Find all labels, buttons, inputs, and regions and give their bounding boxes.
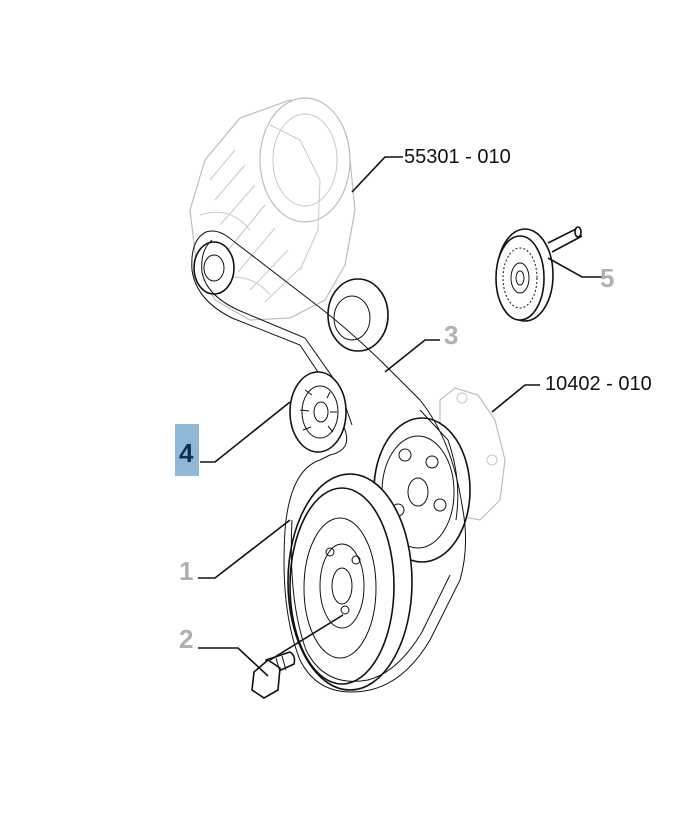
callout-5[interactable]: 5 bbox=[600, 263, 614, 293]
leader-lines bbox=[198, 156, 602, 677]
alternator-pulley[interactable] bbox=[193, 241, 235, 295]
crankshaft-pulley[interactable] bbox=[287, 473, 413, 691]
callout-water-pump[interactable]: 10402 - 010 bbox=[545, 373, 652, 395]
callout-4[interactable]: 4 bbox=[179, 438, 194, 468]
callout-2[interactable]: 2 bbox=[179, 624, 193, 654]
idler-roller[interactable] bbox=[495, 226, 583, 322]
rear-pulley[interactable] bbox=[327, 278, 389, 352]
callout-1[interactable]: 1 bbox=[179, 556, 193, 586]
pulley-bolt[interactable] bbox=[251, 651, 296, 699]
tensioner-pulley[interactable] bbox=[289, 371, 347, 453]
selected-callout-highlight bbox=[175, 424, 199, 476]
poly-v-belt[interactable] bbox=[191, 230, 467, 693]
callout-3[interactable]: 3 bbox=[444, 320, 458, 350]
callout-alternator[interactable]: 55301 - 010 bbox=[404, 146, 511, 168]
